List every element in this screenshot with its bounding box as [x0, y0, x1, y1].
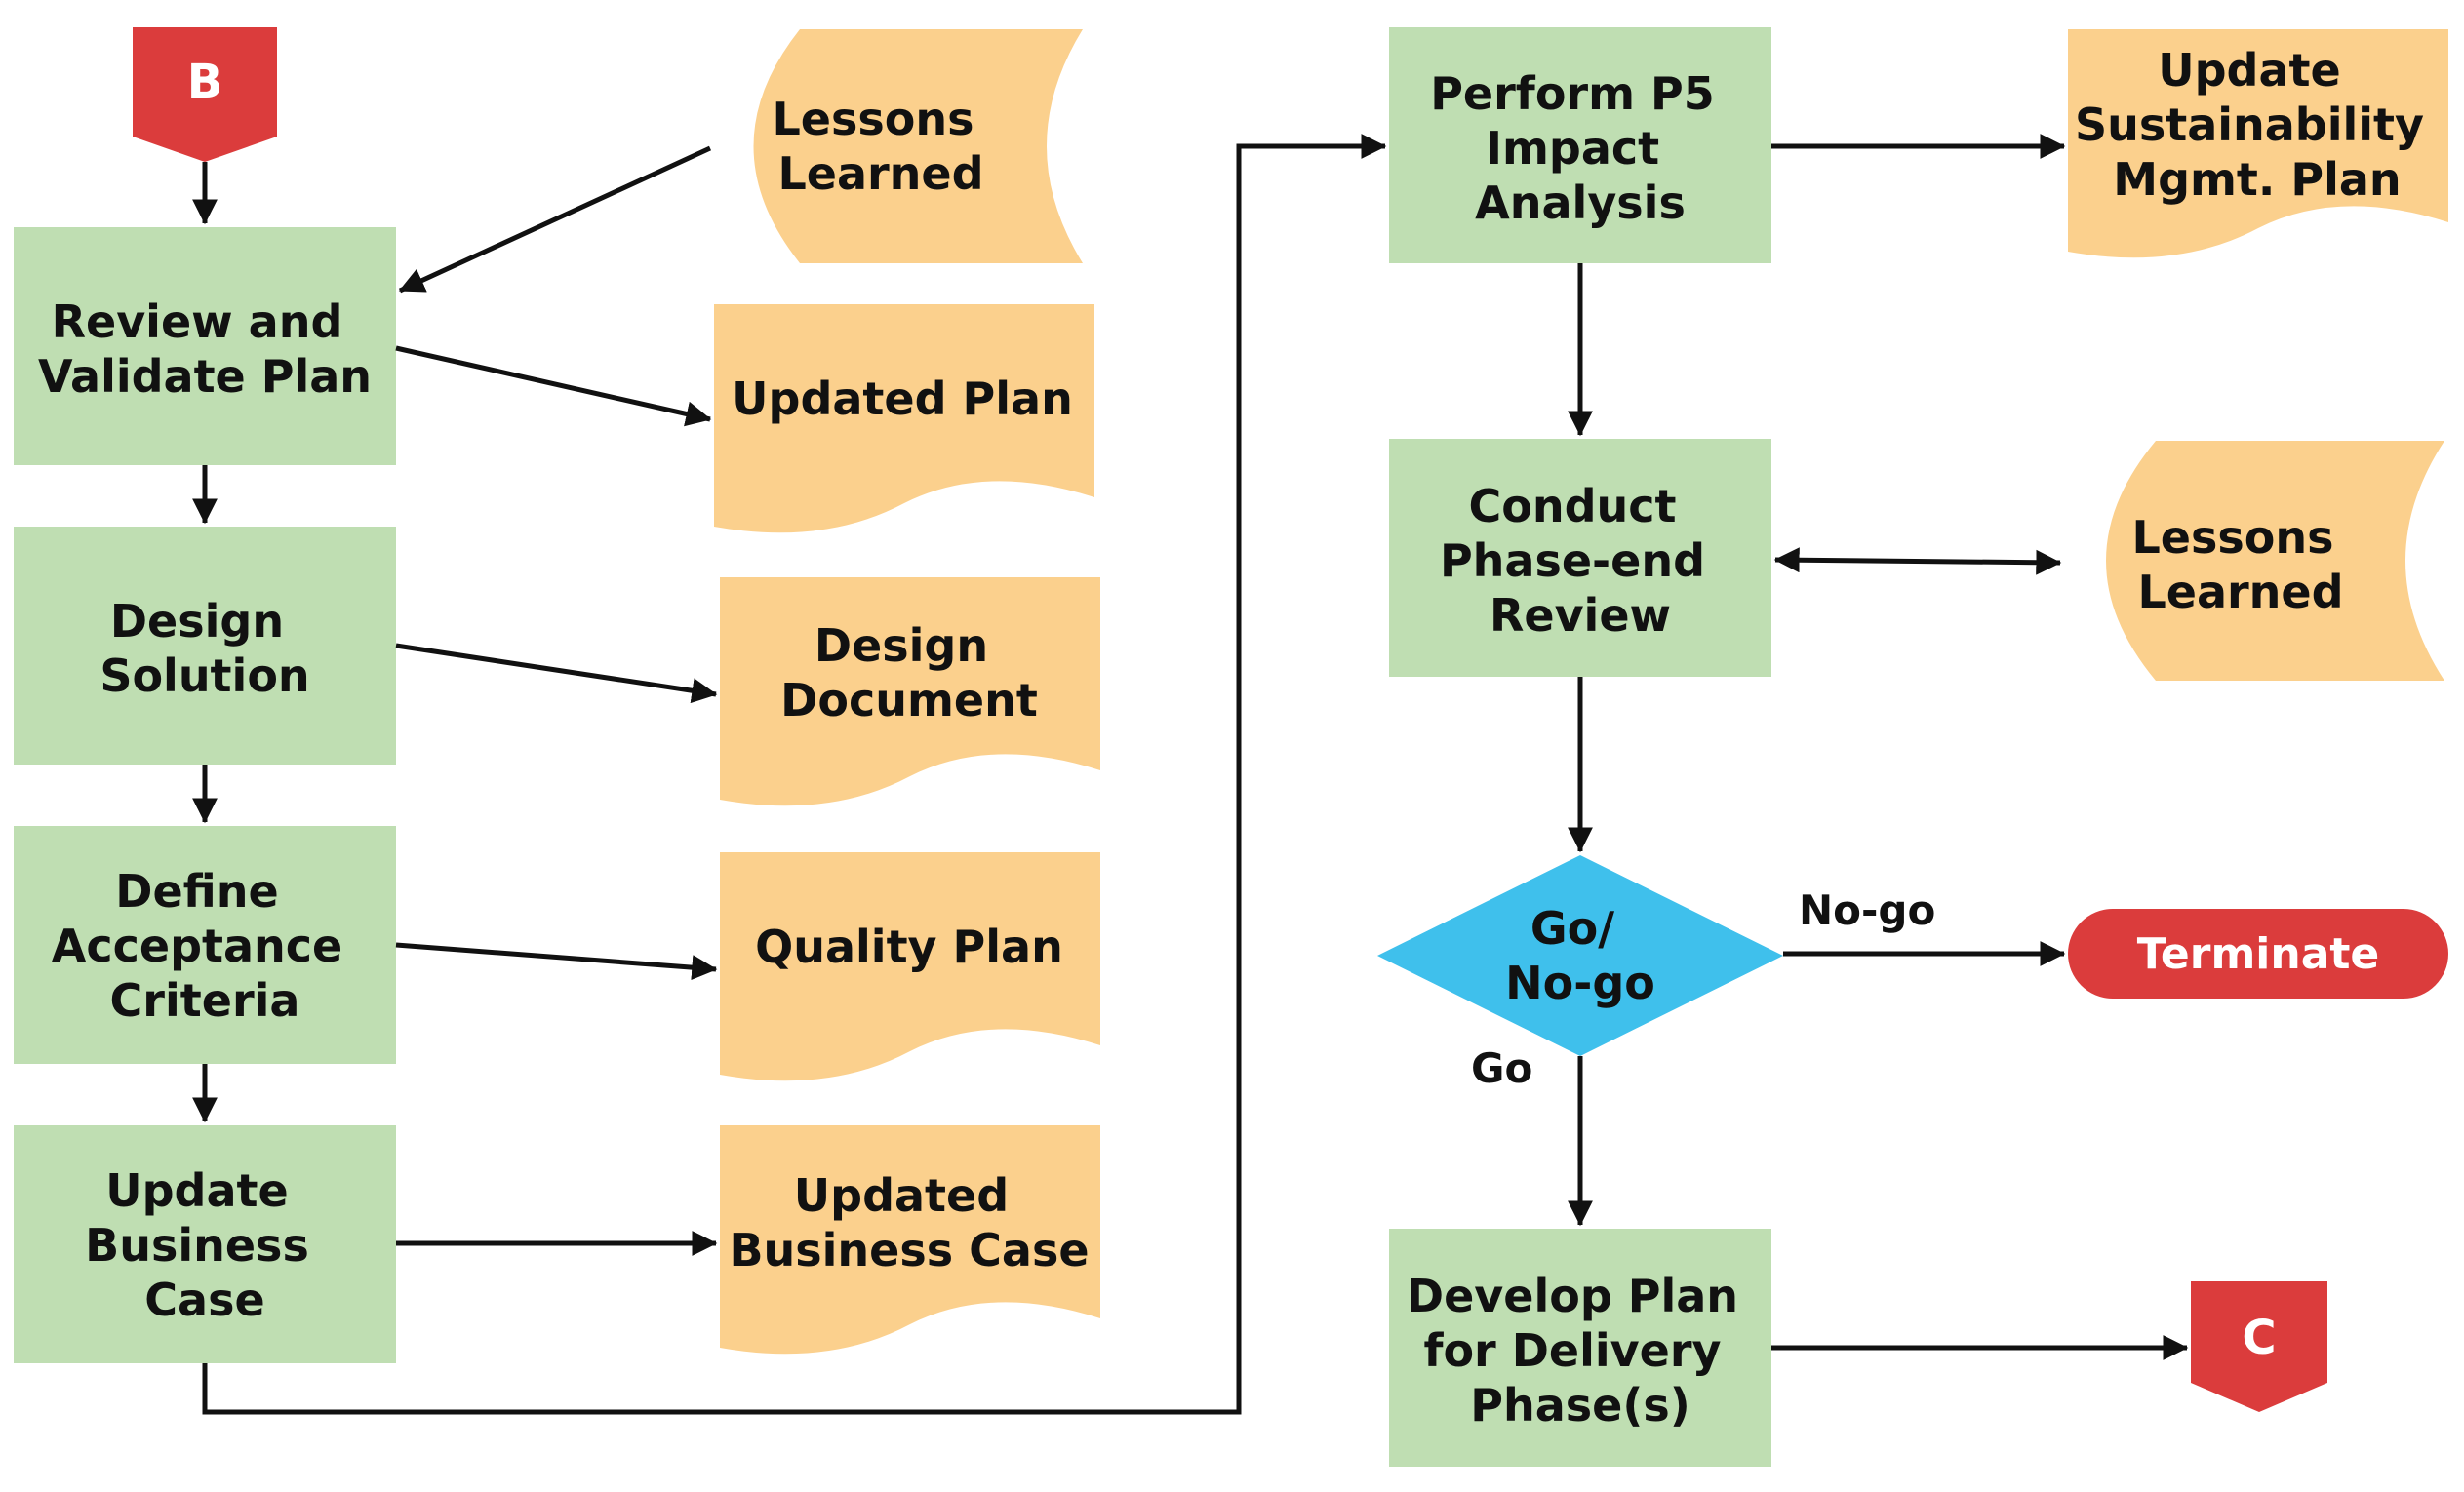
process-review-validate-plan: Review and Validate Plan: [14, 227, 396, 465]
document-label: Design Document: [780, 619, 1038, 726]
storage-label: Lessons Learned: [772, 93, 989, 200]
process-perform-p5-impact-analysis: Perform P5 Impact Analysis: [1389, 27, 1771, 263]
edge-label-no-go: No-go: [1799, 886, 1935, 934]
process-label: Perform P5 Impact Analysis: [1430, 67, 1730, 229]
storage-label: Lessons Learned: [2131, 511, 2349, 618]
storage-lessons-learned-right: Lessons Learned: [2106, 441, 2444, 681]
document-shape: [720, 852, 1100, 1081]
edge-label-go: Go: [1471, 1044, 1532, 1092]
process-design-solution: Design Solution: [14, 527, 396, 765]
process-update-business-case: Update Business Case: [14, 1125, 396, 1363]
document-label: Updated Business Case: [729, 1169, 1089, 1276]
terminator-label: Terminate: [2137, 929, 2380, 979]
edge-design-to-design-doc: [395, 643, 718, 704]
storage-shape: [753, 29, 1083, 263]
process-label: Update Business Case: [85, 1164, 325, 1326]
document-label: Updated Plan: [732, 373, 1073, 425]
process-box: [1389, 1229, 1771, 1467]
process-box: [1389, 439, 1771, 677]
connector-b-label: B: [187, 55, 223, 109]
document-shape: [714, 304, 1094, 533]
terminate-terminator: Terminate: [2068, 909, 2448, 999]
document-updated-business-case: Updated Business Case: [720, 1125, 1100, 1355]
document-design-document: Design Document: [720, 577, 1100, 806]
process-label: Design Solution: [99, 595, 309, 702]
document-label: Update Sustainability Mgmt. Plan: [2075, 44, 2440, 206]
connector-b: B: [133, 27, 277, 162]
edge-conduct-lessons-bidirectional: [1773, 547, 2062, 575]
process-box: [14, 527, 396, 765]
connector-c-shape: [2191, 1281, 2327, 1412]
document-shape: [720, 1125, 1100, 1355]
connector-b-shape: [133, 27, 277, 162]
edge-review-to-updated-plan: [395, 345, 712, 427]
edge-define-to-quality-plan: [395, 942, 718, 981]
connector-c-label: C: [2242, 1311, 2276, 1365]
edge-lessons-to-review: [398, 145, 712, 294]
decision-shape: [1377, 855, 1783, 1056]
process-label: Review and Validate Plan: [38, 295, 372, 403]
decision-go-no-go: Go/ No-go: [1377, 855, 1783, 1056]
process-label: Conduct Phase-end Review: [1440, 480, 1721, 642]
process-box: [14, 227, 396, 465]
document-updated-plan: Updated Plan: [714, 304, 1094, 533]
document-label: Quality Plan: [755, 921, 1063, 973]
process-box: [14, 826, 396, 1064]
document-update-sustainability-plan: Update Sustainability Mgmt. Plan: [2068, 29, 2448, 258]
process-conduct-phase-end-review: Conduct Phase-end Review: [1389, 439, 1771, 677]
process-define-acceptance-criteria: Define Acceptance Criteria: [14, 826, 396, 1064]
document-shape: [2068, 29, 2448, 258]
edges: [192, 134, 2189, 1415]
storage-shape: [2106, 441, 2444, 681]
process-box: [1389, 27, 1771, 263]
process-label: Define Acceptance Criteria: [52, 865, 359, 1027]
process-develop-plan-for-delivery: Develop Plan for Delivery Phase(s): [1389, 1229, 1771, 1467]
document-shape: [720, 577, 1100, 806]
edge-update-to-perform: [202, 134, 1387, 1415]
terminator-shape: [2068, 909, 2448, 999]
decision-label: Go/ No-go: [1505, 902, 1655, 1009]
connector-c: C: [2191, 1281, 2327, 1412]
process-box: [14, 1125, 396, 1363]
process-label: Develop Plan for Delivery Phase(s): [1407, 1270, 1754, 1432]
storage-lessons-learned-top: Lessons Learned: [753, 29, 1083, 263]
document-quality-plan: Quality Plan: [720, 852, 1100, 1081]
